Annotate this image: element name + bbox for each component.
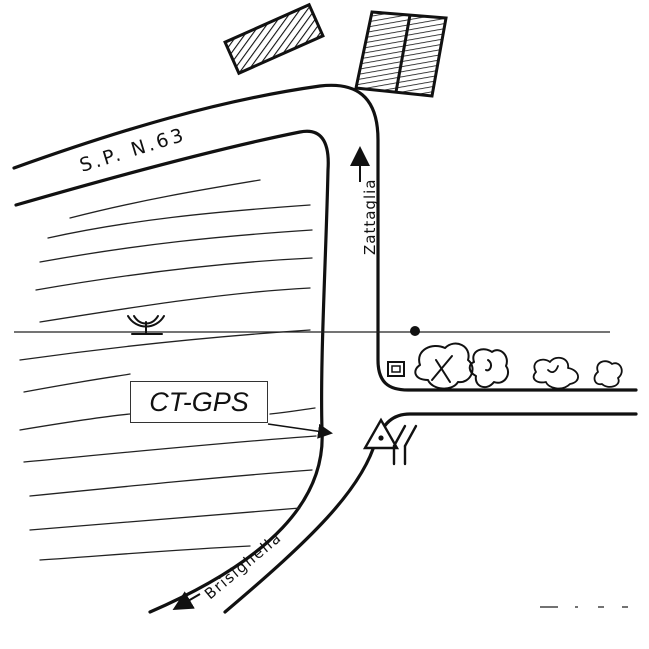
building-small bbox=[223, 2, 325, 76]
bush-icon bbox=[593, 360, 623, 388]
callout-leader bbox=[267, 423, 333, 439]
road-label-north: Zattaglia bbox=[361, 179, 379, 255]
road-label-main-group: S.P. N.63 bbox=[77, 124, 189, 177]
building-large bbox=[354, 10, 448, 98]
field-lines bbox=[19, 179, 317, 561]
bush-icon bbox=[532, 356, 579, 390]
road-edge-south bbox=[223, 412, 638, 614]
tree-icon bbox=[468, 348, 510, 389]
gps-station-icon bbox=[362, 417, 418, 466]
road-label-south: Brisighella bbox=[201, 528, 285, 603]
road-edge-outer bbox=[12, 83, 638, 392]
south-direction-arrow bbox=[172, 591, 201, 611]
road-edge-inner bbox=[14, 129, 330, 614]
road-label-main: S.P. N.63 bbox=[77, 124, 189, 177]
road-label-north-group: Zattaglia bbox=[361, 179, 379, 255]
tree-icon bbox=[414, 342, 474, 390]
station-label: CT-GPS bbox=[149, 386, 249, 417]
survey-point-dot bbox=[410, 326, 420, 336]
small-square-icon bbox=[387, 361, 405, 377]
road-label-south-group: Brisighella bbox=[201, 528, 285, 603]
station-label-callout: CT-GPS bbox=[130, 381, 268, 423]
antenna-icon bbox=[127, 315, 165, 335]
